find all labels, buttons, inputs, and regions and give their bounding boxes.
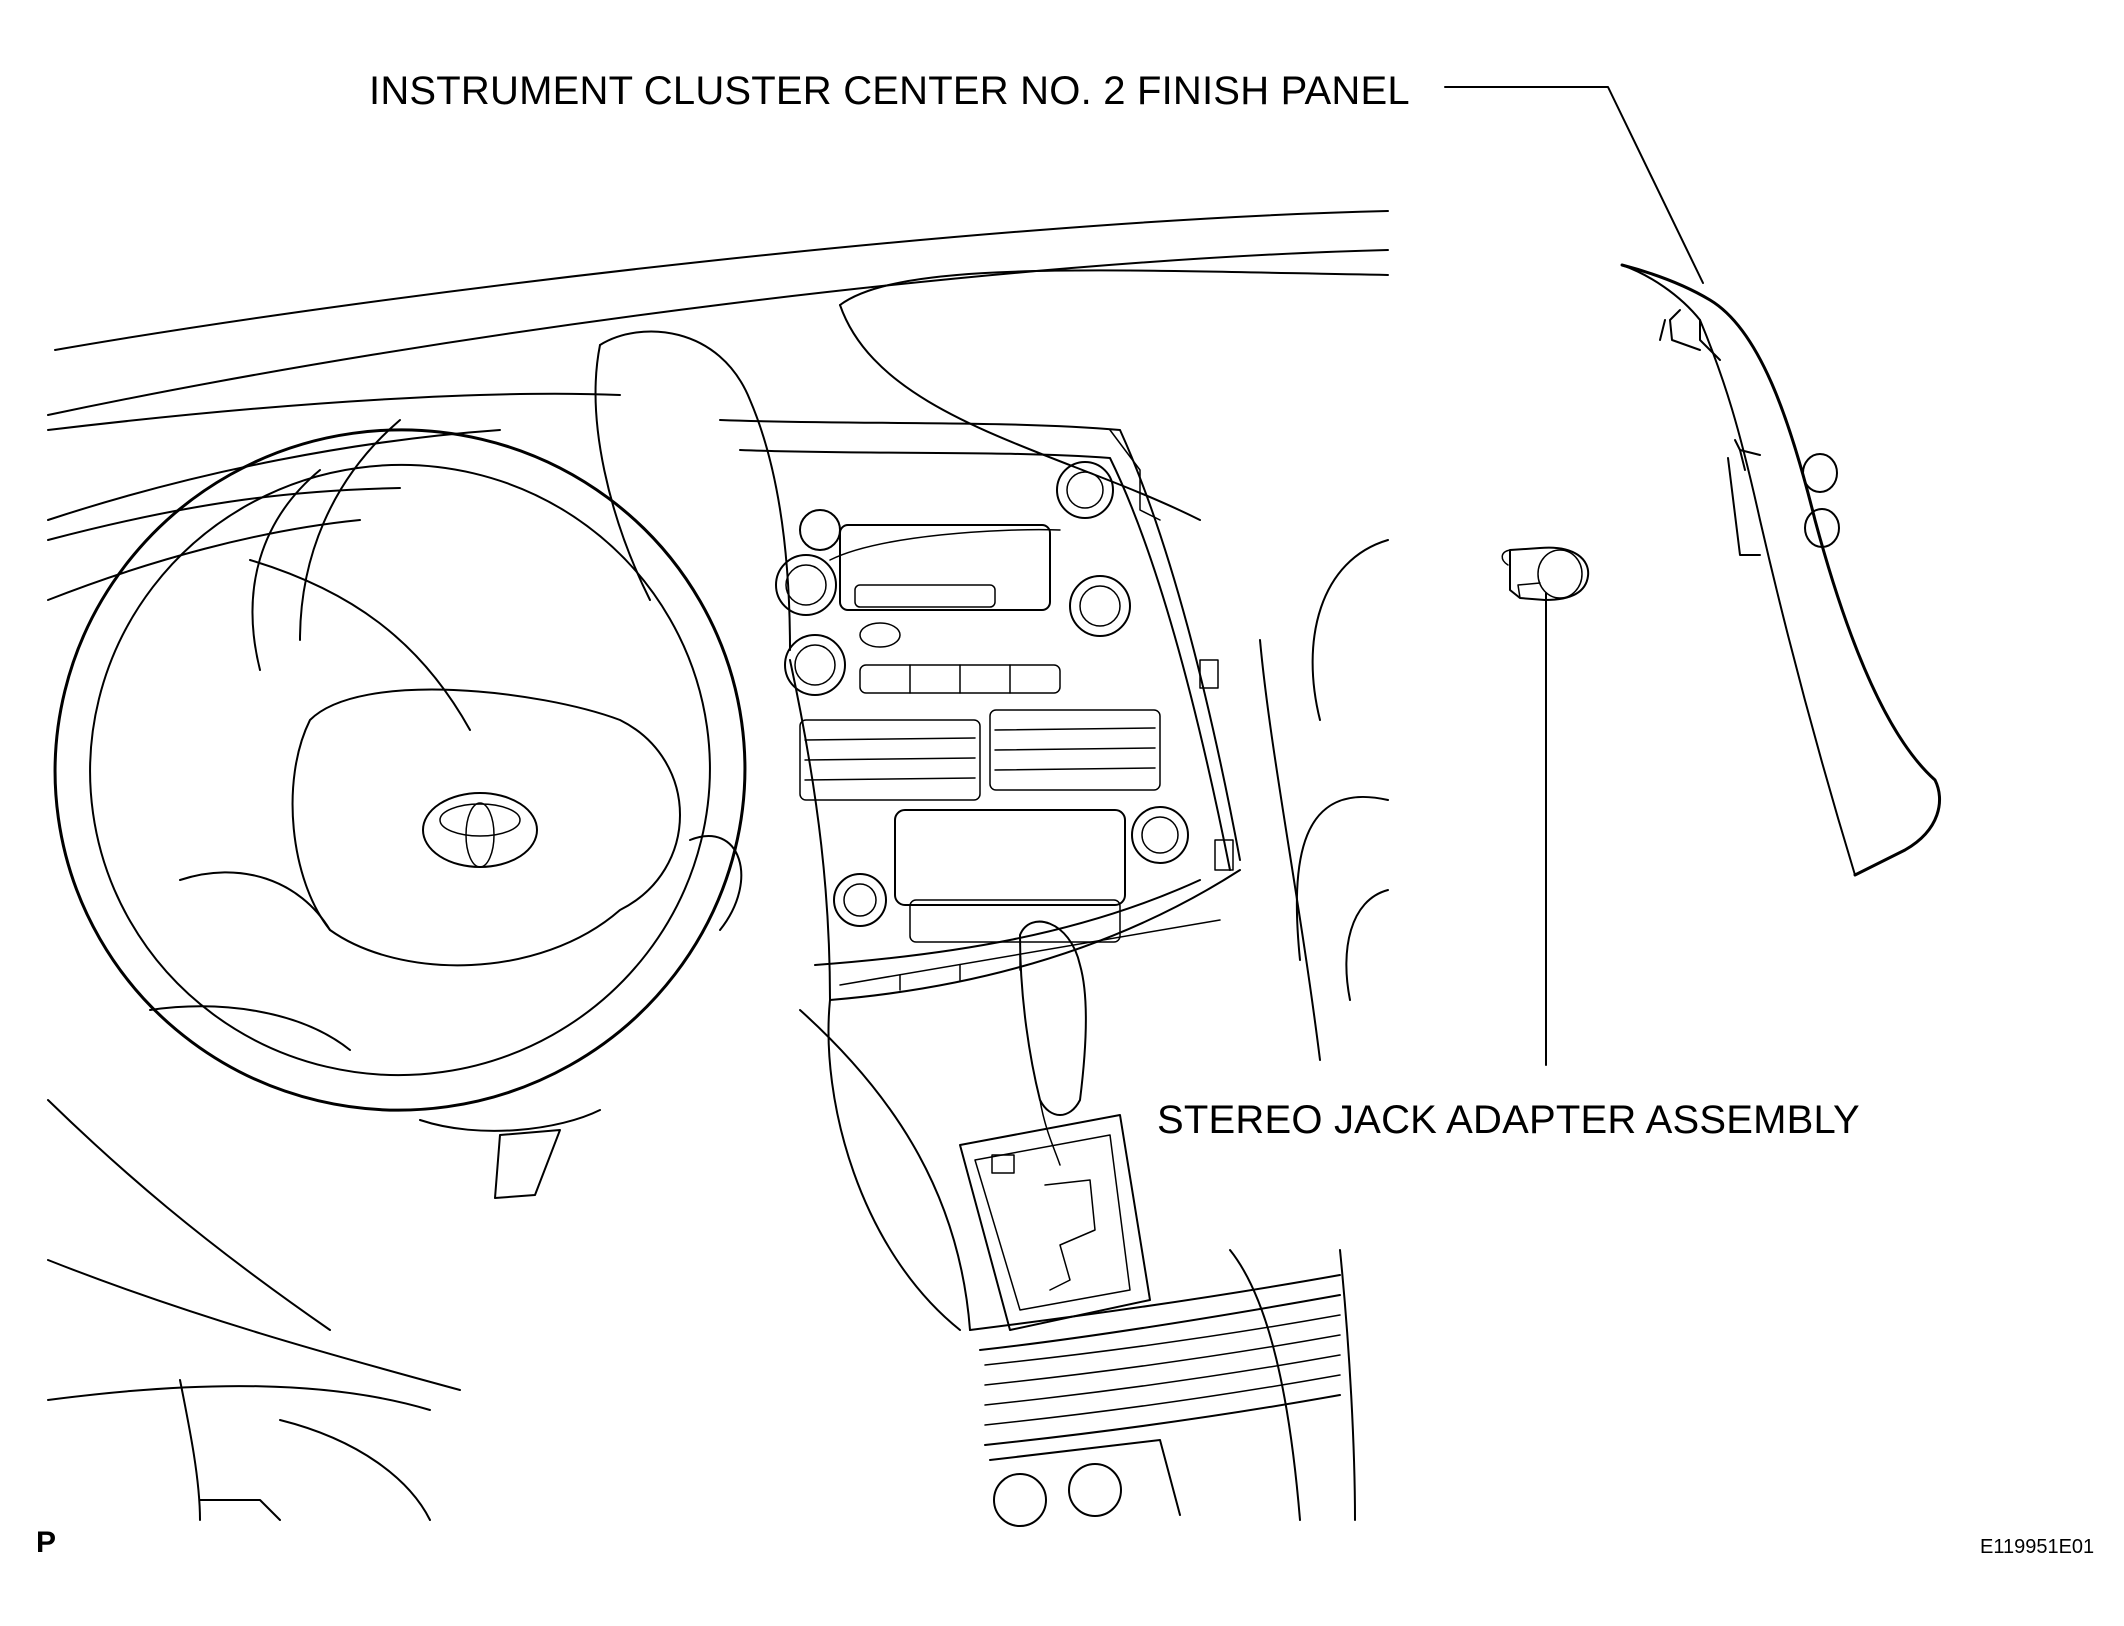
- stereo-jack-adapter-part: [1501, 546, 1590, 601]
- leader-lines: [1444, 86, 1704, 1066]
- lower-console: [179, 999, 1356, 1527]
- dashboard-outline: [47, 210, 1389, 1411]
- finish-panel-part: [1620, 263, 1942, 877]
- steering-wheel: [53, 419, 747, 1199]
- gear-shifter: [959, 920, 1151, 1331]
- view-mark: P: [36, 1526, 57, 1559]
- stereo-jack-label: STEREO JACK ADAPTER ASSEMBLY: [1157, 1098, 1860, 1142]
- figure-code: E119951E01: [1980, 1536, 2095, 1558]
- finish-panel-label: INSTRUMENT CLUSTER CENTER NO. 2 FINISH P…: [369, 69, 1410, 113]
- center-stack: [594, 330, 1241, 1001]
- finish-panel-leader: [1444, 86, 1704, 284]
